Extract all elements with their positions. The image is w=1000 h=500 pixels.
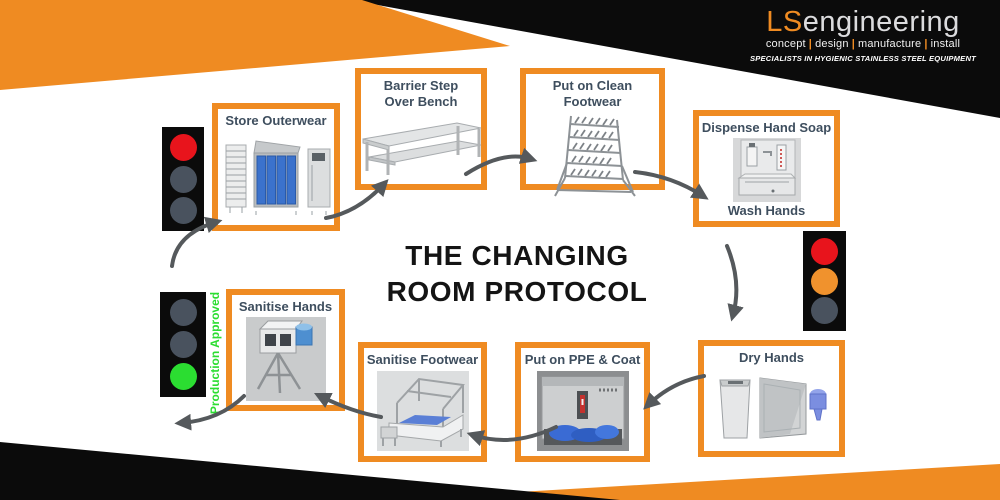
traffic-lamp [169, 197, 197, 224]
step-label: Put on Clean Footwear [552, 78, 633, 109]
step-store-outerwear: Store Outerwear [212, 103, 340, 231]
traffic-lamp [169, 299, 197, 326]
paper-towel-bin-icon [718, 376, 826, 439]
step-sanitise-footwear: Sanitise Footwear [358, 342, 487, 462]
step-wash-hands: Dispense Hand Soap Wash Hands [693, 110, 840, 227]
brand-tagline: concept|design|manufacture|install [748, 38, 978, 50]
step-sanitise-hands: Sanitise Hands [226, 289, 345, 411]
brand-strapline: SPECIALISTS IN HYGIENIC STAINLESS STEEL … [750, 54, 976, 63]
bottom-right-orange-wedge [380, 464, 1000, 500]
tagline-divider: | [851, 38, 855, 50]
hand-sanitiser-unit-icon [245, 317, 326, 401]
traffic-lamp [811, 267, 838, 295]
logo-suffix: engineering [802, 6, 960, 38]
company-logo: LSengineering [748, 7, 978, 37]
tagline-item: concept [765, 38, 806, 50]
tagline-divider: | [808, 38, 813, 50]
step-ppe-coat: Put on PPE & Coat [515, 342, 650, 462]
traffic-lamp [169, 331, 197, 358]
step-label: Dispense Hand Soap [701, 120, 832, 135]
brand-header: LSengineering concept|design|manufacture… [748, 7, 978, 63]
page-title-line1: THE CHANGING [405, 240, 629, 271]
step-barrier-bench: Barrier Step Over Bench [355, 68, 487, 190]
page-title-line2: ROOM PROTOCOL [386, 276, 648, 307]
bottom-left-black-wedge [0, 442, 620, 500]
logo-prefix: LS [766, 6, 803, 38]
wash-station-icon [732, 137, 801, 202]
tagline-item: manufacture [857, 38, 922, 50]
step-label: Sanitise Footwear [366, 352, 479, 367]
step-label: Barrier Step [383, 78, 459, 93]
traffic-light-mid [803, 231, 846, 331]
step-label: Sanitise Hands [238, 299, 333, 314]
step-label: Wash Hands [727, 203, 806, 218]
production-approved-label: Production Approved [208, 291, 222, 415]
boot-wash-icon [376, 371, 469, 451]
page-title: THE CHANGING ROOM PROTOCOL [322, 238, 712, 310]
traffic-lamp [169, 363, 197, 390]
step-dry-hands: Dry Hands [698, 340, 845, 457]
step-over-bench-icon [362, 122, 482, 175]
traffic-lamp [169, 134, 197, 161]
tagline-item: install [930, 38, 961, 50]
ppe-cabinet-icon [536, 371, 629, 451]
traffic-lamp [811, 238, 838, 265]
step-label: Dry Hands [738, 350, 805, 365]
traffic-light-exit [160, 292, 206, 397]
step-label: Store Outerwear [225, 113, 327, 128]
traffic-lamp [811, 297, 838, 324]
boot-rack-icon [553, 115, 636, 197]
tagline-divider: | [924, 38, 928, 50]
traffic-lamp [169, 165, 197, 193]
top-left-orange-wedge [0, 0, 510, 90]
top-right-black-wedge [350, 0, 1000, 118]
step-label: Put on PPE & Coat [524, 352, 641, 367]
tagline-item: design [815, 38, 849, 50]
step-clean-footwear: Put on Clean Footwear [520, 68, 665, 197]
traffic-light-entry [162, 127, 204, 231]
step-label: Over Bench [384, 94, 458, 109]
lockers-icon [225, 140, 331, 215]
